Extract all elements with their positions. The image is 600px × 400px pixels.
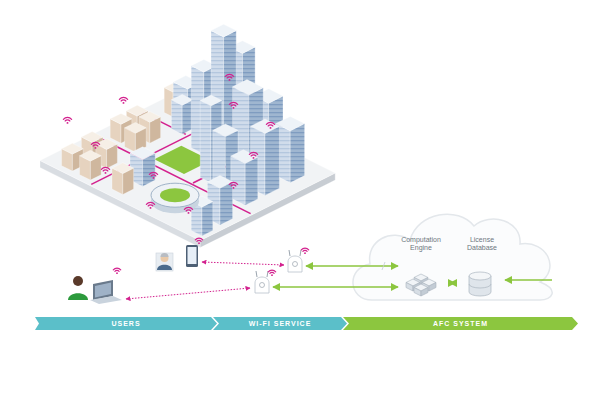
cylinder-top: [469, 272, 491, 280]
band-label: AFC SYSTEM: [433, 320, 488, 327]
roof: [110, 113, 132, 124]
face: [290, 124, 304, 183]
face: [231, 156, 245, 205]
band-label: USERS: [111, 320, 140, 327]
chevron-shape: [343, 317, 578, 330]
wifi-icon: [229, 182, 237, 188]
stadium: [151, 183, 199, 207]
roof: [125, 122, 147, 133]
wifi-icon: [101, 167, 109, 173]
afc-link: [306, 265, 398, 267]
access-point: [255, 271, 269, 293]
wifi-icon: [149, 172, 157, 178]
building: [276, 116, 305, 182]
laptop: [90, 280, 122, 304]
stadium-field: [160, 188, 190, 202]
afc-system-band: AFC SYSTEM: [343, 317, 578, 330]
face: [245, 157, 258, 205]
wifi-icon: [225, 74, 233, 80]
building: [130, 147, 155, 187]
roof: [276, 116, 305, 130]
cylinder-ring: [469, 284, 491, 288]
roof: [130, 147, 155, 160]
wifi-icon: [229, 102, 237, 108]
wifi-icon: [301, 248, 309, 254]
face: [202, 202, 213, 236]
access-point: [288, 250, 302, 272]
afc-link: [273, 286, 398, 288]
wifi-icon: [63, 117, 71, 123]
city-illustration: [40, 24, 335, 247]
roof: [207, 176, 232, 189]
roof: [251, 119, 280, 133]
roof: [211, 24, 236, 37]
connector: [450, 282, 455, 284]
cloud-break: [382, 262, 385, 270]
users-band: USERS: [35, 317, 217, 330]
roof: [233, 80, 264, 95]
database-icon: [455, 268, 509, 298]
roof: [40, 93, 335, 241]
chevron-shape: [35, 317, 217, 330]
wireless-link: [202, 262, 284, 265]
node-label: Computation Engine: [392, 236, 450, 252]
building: [171, 94, 193, 134]
cube: [406, 283, 413, 292]
roof: [112, 163, 134, 174]
roof: [231, 150, 258, 164]
roof: [62, 143, 84, 154]
face: [200, 100, 211, 182]
wifi-icon: [266, 122, 274, 128]
building: [112, 163, 134, 195]
wireless-link: [126, 288, 250, 299]
wifi-icon: [119, 97, 127, 103]
wifi-service-band: WI-FI SERVICE: [213, 317, 347, 330]
face: [171, 100, 182, 134]
roof: [80, 150, 102, 161]
roof: [171, 94, 193, 105]
face: [220, 182, 233, 225]
afc-link: [505, 279, 552, 281]
license-database: License Database: [455, 236, 509, 298]
city-platform: [40, 93, 335, 248]
roof: [81, 132, 103, 143]
roof: [200, 95, 222, 106]
building: [231, 150, 258, 206]
face: [265, 126, 279, 195]
band-label: WI-FI SERVICE: [249, 320, 312, 327]
user-person: [156, 253, 173, 271]
roof: [139, 111, 161, 122]
cube: [421, 288, 428, 297]
wifi-icon: [91, 142, 99, 148]
tablet: [186, 245, 198, 267]
wifi-icon: [268, 270, 276, 276]
building: [80, 150, 102, 180]
chevron-shape: [213, 317, 347, 330]
computation-engine: Computation Engine: [392, 236, 450, 298]
wifi-icon: [195, 238, 203, 244]
cube: [414, 288, 421, 297]
cube: [429, 283, 436, 292]
wifi-icon: [249, 152, 257, 158]
roof: [213, 124, 238, 137]
wifi-icon: [184, 207, 192, 213]
wifi-icon: [113, 268, 121, 274]
node-label: License Database: [455, 236, 509, 252]
user-person: [68, 276, 88, 300]
wifi-icon: [146, 202, 154, 208]
engine-icon: [392, 268, 450, 298]
